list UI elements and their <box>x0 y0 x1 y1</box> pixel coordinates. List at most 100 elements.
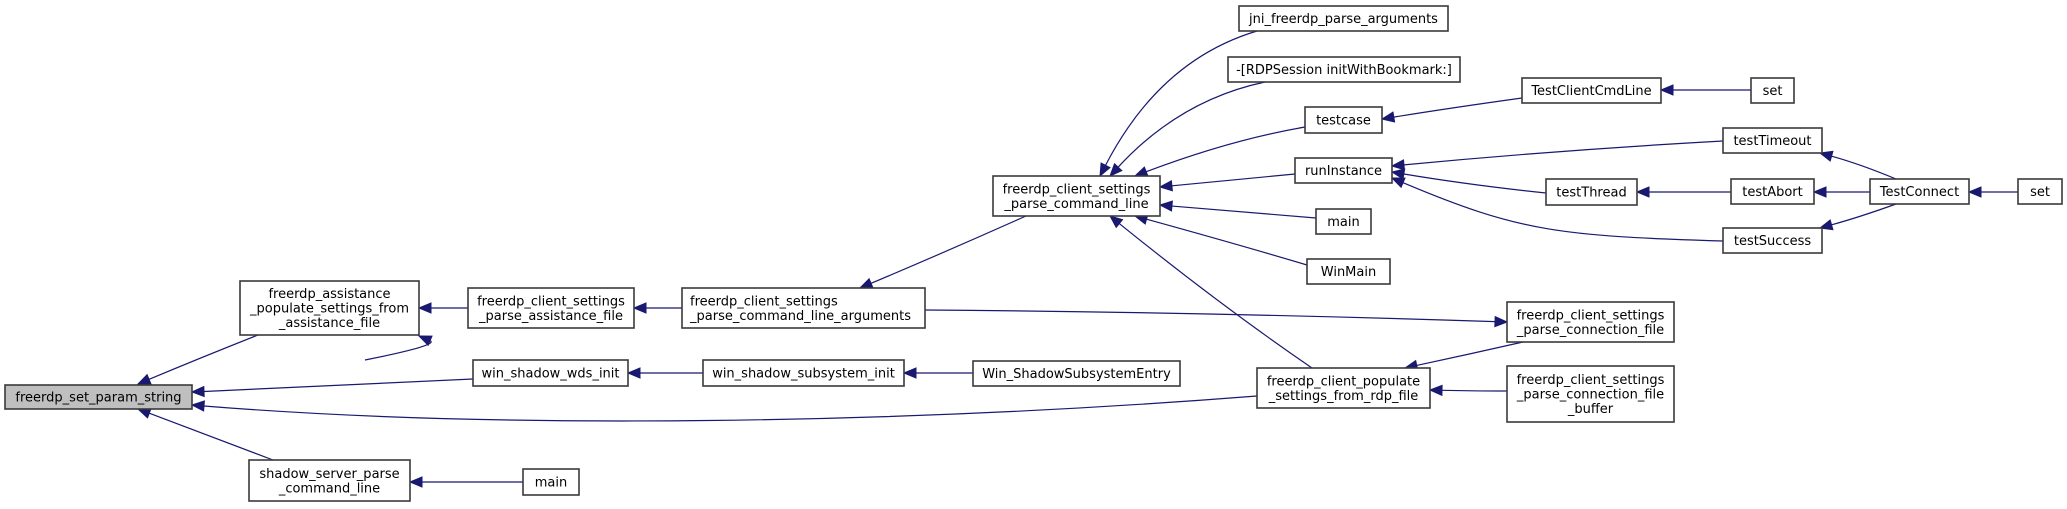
node-label: _settings_from_rdp_file <box>1268 389 1419 404</box>
node-parse-command-line[interactable]: freerdp_client_settings_parse_command_li… <box>992 175 1161 217</box>
node-label: _populate_settings_from <box>249 302 409 317</box>
node-parse-assistance-file[interactable]: freerdp_client_settings_parse_assistance… <box>467 287 635 329</box>
arrowhead-icon <box>1133 166 1149 177</box>
arrowhead-icon <box>902 367 917 379</box>
node-box <box>1545 178 1638 206</box>
node-main-shadow[interactable]: main <box>522 468 580 496</box>
edge-line <box>1104 30 1258 166</box>
edge-TestConnect-to-testAbort <box>1812 186 1871 198</box>
edge-set_right-to-TestConnect <box>1967 186 2019 198</box>
arrowhead-icon <box>1390 159 1405 171</box>
arrowhead-icon <box>632 302 647 314</box>
node-label: win_shadow_wds_init <box>481 367 619 382</box>
node-set-right[interactable]: set <box>2017 178 2063 205</box>
node-box <box>1506 301 1675 343</box>
edge-TestConnect-to-testTimeout <box>1818 150 1897 180</box>
node-box <box>1304 106 1383 134</box>
node-label: testSuccess <box>1734 234 1812 249</box>
node-label: testcase <box>1316 114 1371 129</box>
node-win-shadow-wds-init[interactable]: win_shadow_wds_init <box>472 359 629 387</box>
node-WinMain[interactable]: WinMain <box>1306 258 1391 285</box>
node-win-shadow-entry[interactable]: Win_ShadowSubsystemEntry <box>972 360 1181 387</box>
node-jni-parse[interactable]: jni_freerdp_parse_arguments <box>1238 5 1449 32</box>
node-box <box>1227 56 1461 83</box>
edge-win_shadow_wds_init-to-set_param_string <box>190 378 474 398</box>
edge-line <box>203 378 474 393</box>
edge-set_top-to-TestClientCmdLine <box>1659 84 1751 96</box>
edges-layer <box>136 30 2019 488</box>
node-testThread[interactable]: testThread <box>1545 178 1638 206</box>
arrowhead-icon <box>1428 384 1443 397</box>
edge-line <box>924 309 1496 323</box>
node-box <box>522 468 580 496</box>
node-shadow-server-parse[interactable]: shadow_server_parse_command_line <box>248 459 411 502</box>
node-assistance-populate[interactable]: freerdp_assistance_populate_settings_fro… <box>239 280 420 336</box>
node-rdpsession[interactable]: -[RDPSession initWithBookmark:] <box>1227 56 1461 83</box>
node-parse-connection-file[interactable]: freerdp_client_settings_parse_connection… <box>1506 301 1675 343</box>
node-label: -[RDPSession initWithBookmark:] <box>1236 63 1452 78</box>
edge-main_mid-to-parse_command_line <box>1158 200 1317 219</box>
arrowhead-icon <box>136 407 152 419</box>
node-label: _assistance_file <box>278 316 380 331</box>
node-box <box>702 359 905 387</box>
node-label: win_shadow_subsystem_init <box>712 367 895 382</box>
edge-line <box>1118 223 1313 369</box>
arrowhead-icon <box>858 277 874 289</box>
node-label: main <box>535 476 567 491</box>
edge-assistance_populate-to-set_param_string <box>136 334 259 385</box>
edge-parse_cmdline_args-to-parse_connection_file <box>924 309 1509 328</box>
node-win-shadow-subsystem-init[interactable]: win_shadow_subsystem_init <box>702 359 905 387</box>
edge-line <box>1416 341 1524 367</box>
arrowhead-icon <box>190 385 205 398</box>
arrowhead-icon <box>408 476 423 488</box>
edge-line <box>149 412 274 461</box>
edge-line <box>1117 81 1266 168</box>
node-label: freerdp_client_settings <box>690 294 838 309</box>
node-label: freerdp_client_settings <box>477 294 625 309</box>
node-runInstance[interactable]: runInstance <box>1294 157 1393 184</box>
arrowhead-icon <box>1390 168 1406 180</box>
node-label: _parse_connection_file <box>1516 323 1664 338</box>
node-main-mid[interactable]: main <box>1315 208 1372 235</box>
node-set-param-string[interactable]: freerdp_set_param_string <box>4 384 193 410</box>
node-label: _parse_command_line <box>1003 197 1148 212</box>
node-testcase[interactable]: testcase <box>1304 106 1383 134</box>
arrowhead-icon <box>136 373 152 385</box>
edge-populate_rdp_file-to-parse_command_line <box>1108 215 1313 369</box>
edge-testcase-to-parse_command_line <box>1133 126 1306 177</box>
node-label: shadow_server_parse <box>259 467 399 482</box>
node-set-top[interactable]: set <box>1750 77 1795 104</box>
node-box <box>1315 208 1372 235</box>
node-TestClientCmdLine[interactable]: TestClientCmdLine <box>1521 77 1662 104</box>
node-box <box>472 359 629 387</box>
node-label: _parse_assistance_file <box>478 309 623 324</box>
edge-parse_assistance_file-to-assistance_populate <box>417 302 469 314</box>
edge-line <box>1402 182 1724 242</box>
edge-testTimeout-to-runInstance <box>1390 140 1724 171</box>
node-box <box>2017 178 2063 205</box>
node-TestConnect[interactable]: TestConnect <box>1869 178 1970 205</box>
edge-win_shadow_entry-to-win_shadow_subsystem_init <box>902 367 973 379</box>
node-box <box>1238 5 1449 32</box>
arrowhead-icon <box>1818 150 1834 162</box>
node-testSuccess[interactable]: testSuccess <box>1722 227 1823 254</box>
node-testTimeout[interactable]: testTimeout <box>1722 127 1823 154</box>
node-parse-connection-file-buffer[interactable]: freerdp_client_settings_parse_connection… <box>1506 365 1675 423</box>
arrowhead-icon <box>626 367 641 379</box>
arrowhead-icon <box>1109 162 1123 177</box>
node-box <box>1306 258 1391 285</box>
nodes-layer: freerdp_set_param_string freerdp_assistan… <box>4 5 2063 502</box>
arrowhead-icon <box>1812 186 1827 198</box>
node-populate-rdp-file[interactable]: freerdp_client_populate_settings_from_rd… <box>1256 367 1431 409</box>
edge-line <box>1146 218 1308 266</box>
arrowhead-icon <box>1635 186 1650 198</box>
node-testAbort[interactable]: testAbort <box>1730 178 1815 205</box>
arrowhead-icon <box>1099 162 1111 178</box>
node-box <box>467 287 635 329</box>
node-parse-cmdline-args[interactable]: freerdp_client_settings_parse_command_li… <box>681 287 926 329</box>
node-label: freerdp_client_settings <box>1517 308 1665 323</box>
edge-parse_connection_file_buffer-to-populate_rdp_file <box>1428 384 1508 397</box>
edge-testAbort-to-testThread <box>1635 186 1732 198</box>
node-box <box>4 384 193 410</box>
